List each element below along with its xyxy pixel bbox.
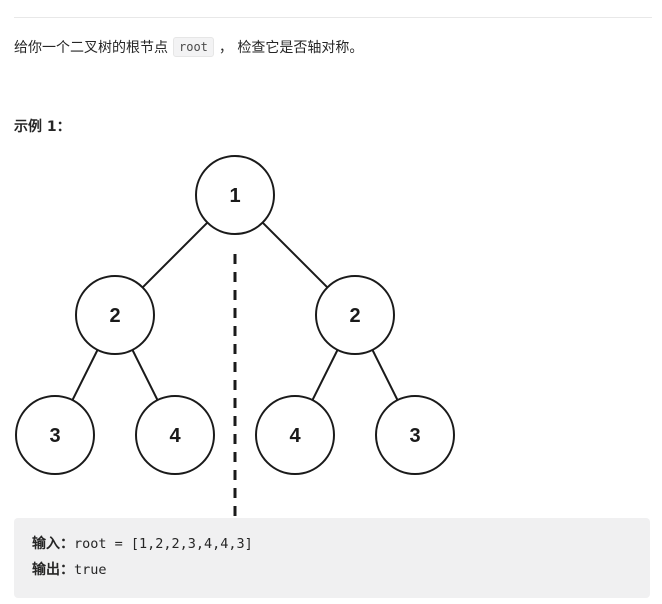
- tree-node-label: 1: [229, 185, 240, 207]
- input-label: 输入：: [32, 536, 74, 552]
- tree-node-circle: [315, 275, 395, 355]
- output-label: 输出：: [32, 562, 74, 578]
- tree-node-circle: [135, 395, 215, 475]
- tree-node-label: 3: [49, 425, 60, 447]
- tree-node-circle: [375, 395, 455, 475]
- output-value: true: [74, 562, 107, 578]
- tree-nodes: 1 2 2 3 4 4 3: [15, 155, 455, 475]
- tree-edge-2: [71, 349, 99, 401]
- tree-edge-0: [141, 221, 209, 289]
- binary-tree-diagram: 1 2 2 3 4 4 3: [15, 155, 455, 518]
- tree-node-label: 2: [349, 305, 360, 327]
- tree-edge-1: [261, 221, 329, 289]
- tree-node-3: 3: [15, 395, 95, 475]
- tree-edges: [71, 221, 399, 401]
- tree-node-label: 3: [409, 425, 420, 447]
- tree-edge-5: [371, 349, 399, 401]
- tree-node-circle: [255, 395, 335, 475]
- example-title: 示例 1：: [14, 119, 71, 135]
- tree-node-circle: [195, 155, 275, 235]
- tree-node-label: 4: [289, 425, 301, 447]
- tree-node-6: 3: [375, 395, 455, 475]
- problem-description: 给你一个二叉树的根节点 root， 检查它是否轴对称。: [14, 36, 363, 60]
- description-text-before: 给你一个二叉树的根节点: [14, 40, 168, 56]
- tree-node-label: 2: [109, 305, 120, 327]
- description-text-after: ， 检查它是否轴对称。: [218, 40, 364, 56]
- tree-edge-4: [311, 349, 339, 401]
- output-line: 输出：true: [32, 557, 650, 583]
- input-line: 输入：root = [1,2,2,3,4,4,3]: [32, 531, 650, 557]
- tree-node-4: 4: [135, 395, 215, 475]
- tree-node-0: 1: [195, 155, 275, 235]
- tree-node-label: 4: [169, 425, 181, 447]
- tree-node-1: 2: [75, 275, 155, 355]
- tree-node-circle: [75, 275, 155, 355]
- tree-edge-3: [131, 349, 159, 401]
- inline-code-root: root: [173, 37, 214, 57]
- input-value: root = [1,2,2,3,4,4,3]: [74, 536, 253, 552]
- example-io-block: 输入：root = [1,2,2,3,4,4,3] 输出：true: [14, 518, 650, 598]
- top-divider: [14, 17, 652, 18]
- tree-node-2: 2: [315, 275, 395, 355]
- tree-node-5: 4: [255, 395, 335, 475]
- tree-node-circle: [15, 395, 95, 475]
